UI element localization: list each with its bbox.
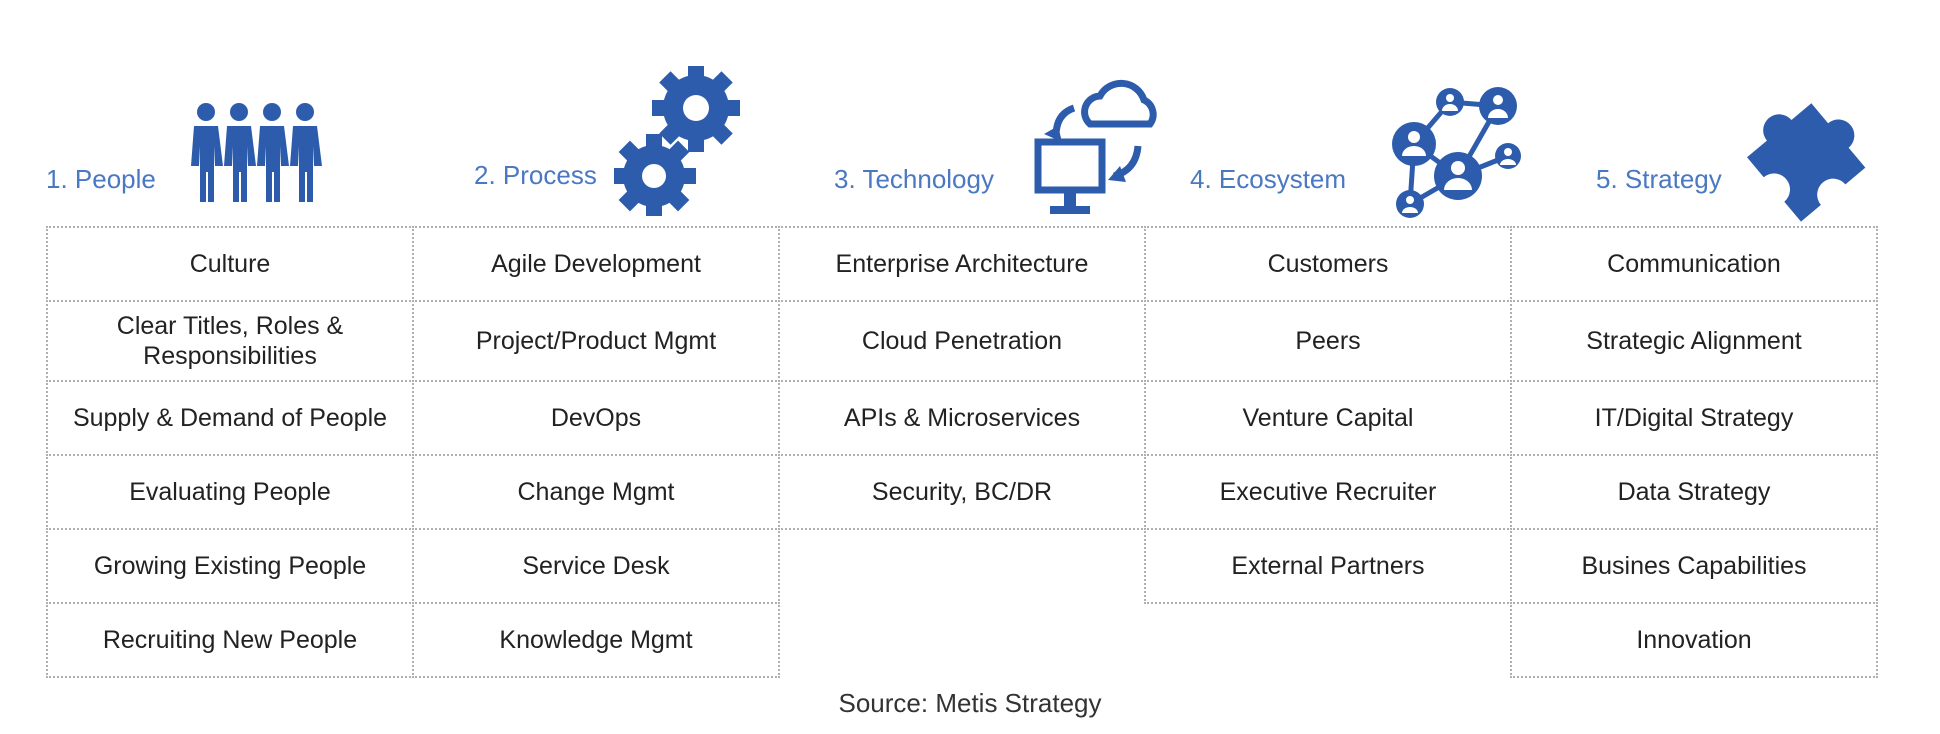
grid-cell: Communication: [1510, 226, 1878, 302]
grid-cell: Innovation: [1510, 602, 1878, 678]
grid-cell: Security, BC/DR: [778, 454, 1146, 530]
grid-cell: APIs & Microservices: [778, 380, 1146, 456]
grid-cell: Busines Capabilities: [1510, 528, 1878, 604]
column-header-ecosystem: 4. Ecosystem: [1190, 60, 1558, 230]
grid-cell: Enterprise Architecture: [778, 226, 1146, 302]
column-header-technology: 3. Technology: [834, 60, 1202, 230]
grid-cell: External Partners: [1144, 528, 1512, 604]
grid-cell: Project/Product Mgmt: [412, 300, 780, 382]
column-title: 1. People: [46, 164, 156, 194]
source-caption: Source: Metis Strategy: [838, 688, 1102, 718]
gears-icon: [614, 66, 740, 216]
column-title: 2. Process: [474, 160, 597, 190]
grid-cell: Service Desk: [412, 528, 780, 604]
grid-cell: Culture: [46, 226, 414, 302]
puzzle-piece-icon: [1747, 103, 1866, 222]
grid-cell: Growing Existing People: [46, 528, 414, 604]
grid-cell: Strategic Alignment: [1510, 300, 1878, 382]
grid-cell: Customers: [1144, 226, 1512, 302]
grid-cell: Peers: [1144, 300, 1512, 382]
grid-cell: Change Mgmt: [412, 454, 780, 530]
column-title: 4. Ecosystem: [1190, 164, 1347, 194]
grid-cell: Evaluating People: [46, 454, 414, 530]
grid-cell: Recruiting New People: [46, 602, 414, 678]
column-title: 3. Technology: [834, 164, 994, 194]
grid-cell: Knowledge Mgmt: [412, 602, 780, 678]
grid-cell: DevOps: [412, 380, 780, 456]
grid-cell: Supply & Demand of People: [46, 380, 414, 456]
grid-cell: Data Strategy: [1510, 454, 1878, 530]
column-header-strategy: 5. Strategy: [1596, 60, 1940, 230]
grid-cell: Agile Development: [412, 226, 780, 302]
cloud-computer-icon: [1034, 79, 1157, 214]
grid-cell: Clear Titles, Roles & Responsibilities: [46, 300, 414, 382]
network-icon: [1392, 87, 1521, 218]
column-title: 5. Strategy: [1596, 164, 1722, 194]
column-header-people: 1. People: [46, 60, 414, 230]
column-header-process: 2. Process: [474, 60, 842, 230]
people-icon: [191, 103, 322, 202]
grid-cell: Executive Recruiter: [1144, 454, 1512, 530]
grid-cell: IT/Digital Strategy: [1510, 380, 1878, 456]
grid-cell: Venture Capital: [1144, 380, 1512, 456]
grid-cell: Cloud Penetration: [778, 300, 1146, 382]
